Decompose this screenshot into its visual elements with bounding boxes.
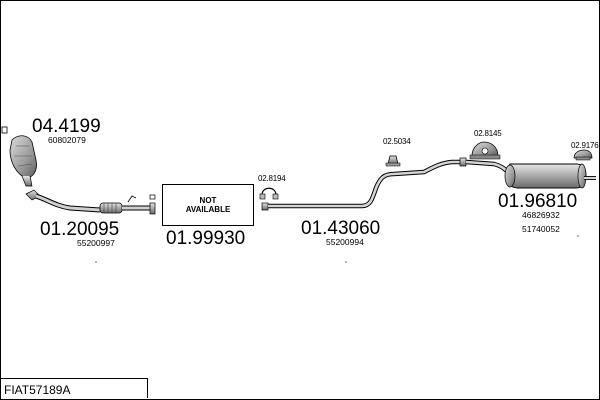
not-available-line1: NOT: [199, 195, 217, 205]
front-pipe-part: [25, 189, 156, 215]
middle-pipe-oe-number: 55200994: [326, 237, 364, 247]
front-pipe-part-number: 01.20095: [40, 219, 120, 240]
rear-silencer-oe-number-1: 46826932: [522, 210, 560, 220]
catalyst-part-number: 04.4199: [32, 116, 101, 137]
front-pipe-oe-number: 55200997: [77, 238, 115, 248]
clamp-part-number: 02.8194: [258, 174, 286, 183]
hanger-3-part-number: 02.9176: [571, 141, 599, 150]
center-section-part-number: 01.99930: [166, 228, 246, 249]
diagram-code-box: FIAT57189A: [0, 378, 148, 398]
not-available-line2: AVAILABLE: [185, 205, 231, 214]
middle-pipe-part: [261, 157, 467, 211]
clamp-part: [259, 187, 279, 200]
catalyst-oe-number: 60802079: [48, 135, 86, 145]
not-available-box: NOT AVAILABLE: [162, 184, 254, 226]
catalyst-part: [1, 126, 37, 187]
rear-silencer-part-number: 01.96810: [498, 191, 578, 212]
rear-silencer-oe-number-2: 51740052: [522, 224, 560, 234]
hanger-2-part: [469, 141, 501, 160]
rear-silencer-part: [465, 159, 596, 189]
hanger-2-part-number: 02.8145: [474, 129, 502, 138]
hanger-1-part: [385, 155, 401, 167]
hanger-1-part-number: 02.5034: [383, 137, 411, 146]
diagram-code: FIAT57189A: [4, 383, 71, 397]
middle-pipe-part-number: 01.43060: [301, 218, 381, 239]
hanger-3-part: [573, 149, 593, 161]
